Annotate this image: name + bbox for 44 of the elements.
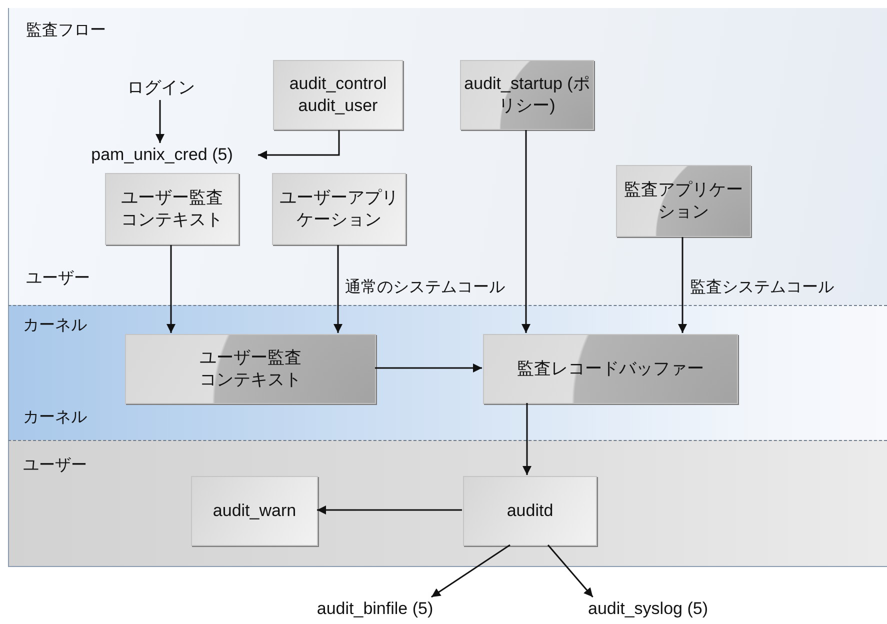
process-box (273, 60, 403, 130)
layer-label: カーネル (23, 408, 87, 428)
arrow (522, 130, 530, 333)
text-label: audit_binfile (5) (281, 597, 469, 621)
process-box (125, 334, 376, 404)
box-text: audit_user (298, 95, 378, 117)
layer-label: ユーザー (26, 269, 90, 289)
process-box (105, 173, 239, 245)
process-box (616, 165, 751, 237)
layer-label: カーネル (23, 316, 87, 336)
process-box (272, 173, 406, 245)
arrow (317, 506, 462, 514)
arrow (547, 544, 594, 598)
box-text: ユーザー監査コンテキスト (120, 186, 224, 231)
arrow (156, 100, 164, 143)
arrow (258, 130, 340, 160)
box-text: audit_warn (212, 500, 296, 522)
process-box (483, 334, 738, 404)
layer-label: ユーザー (23, 456, 87, 476)
arrow (334, 245, 342, 333)
arrow (375, 364, 482, 372)
box-text: ユーザー監査コンテキスト (198, 346, 302, 391)
box-text: 監査レコードバッファー (517, 358, 704, 380)
box-text: audit_startup (ポリシー) (463, 72, 591, 117)
layer-band (8, 305, 887, 440)
edge-label: 通常のシステムコール (345, 278, 505, 298)
box-text: audit_control (289, 72, 387, 95)
layer-band (8, 440, 887, 567)
process-box (191, 476, 318, 546)
box-text: auditd (506, 500, 554, 522)
arrow (166, 245, 176, 333)
layer-label: 監査フロー (26, 20, 106, 41)
edge-label: 監査システムコール (690, 278, 834, 298)
process-box (463, 476, 597, 546)
text-label: pam_unix_cred (5) (69, 143, 255, 167)
text-label: ログイン (119, 76, 203, 100)
arrow (430, 544, 510, 598)
arrow (522, 403, 532, 475)
arrow (678, 237, 687, 333)
text-label: audit_syslog (5) (556, 597, 740, 621)
layer-band (8, 8, 887, 305)
box-text: 監査アプリケーション (623, 178, 744, 223)
box-text: ユーザーアプリケーション (278, 186, 400, 231)
process-box (460, 60, 594, 130)
